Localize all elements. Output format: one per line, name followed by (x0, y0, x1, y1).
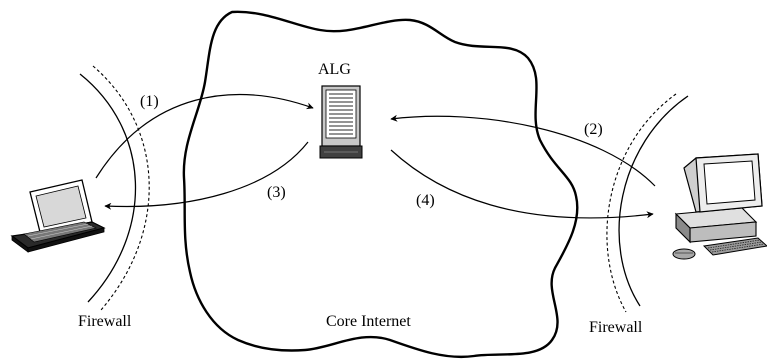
firewall-right-label: Firewall (589, 319, 643, 336)
arrow-step-3 (104, 141, 309, 210)
step-4-label: (4) (416, 192, 435, 209)
core-internet-cloud (182, 10, 579, 359)
arrow-step-2 (390, 114, 656, 187)
arrow-step-1 (95, 93, 314, 179)
step-3-label: (3) (267, 184, 286, 201)
alg-label: ALG (318, 61, 351, 78)
arrow-step-4 (390, 149, 654, 219)
step-1-label: (1) (140, 93, 159, 110)
firewall-right (606, 93, 689, 313)
desktop-computer-icon (672, 153, 767, 260)
laptop-icon (10, 179, 106, 253)
firewall-left (79, 65, 150, 311)
firewall-left-label: Firewall (78, 313, 132, 330)
core-internet-label: Core Internet (326, 313, 411, 330)
step-2-label: (2) (584, 121, 603, 138)
server-icon (319, 85, 363, 159)
